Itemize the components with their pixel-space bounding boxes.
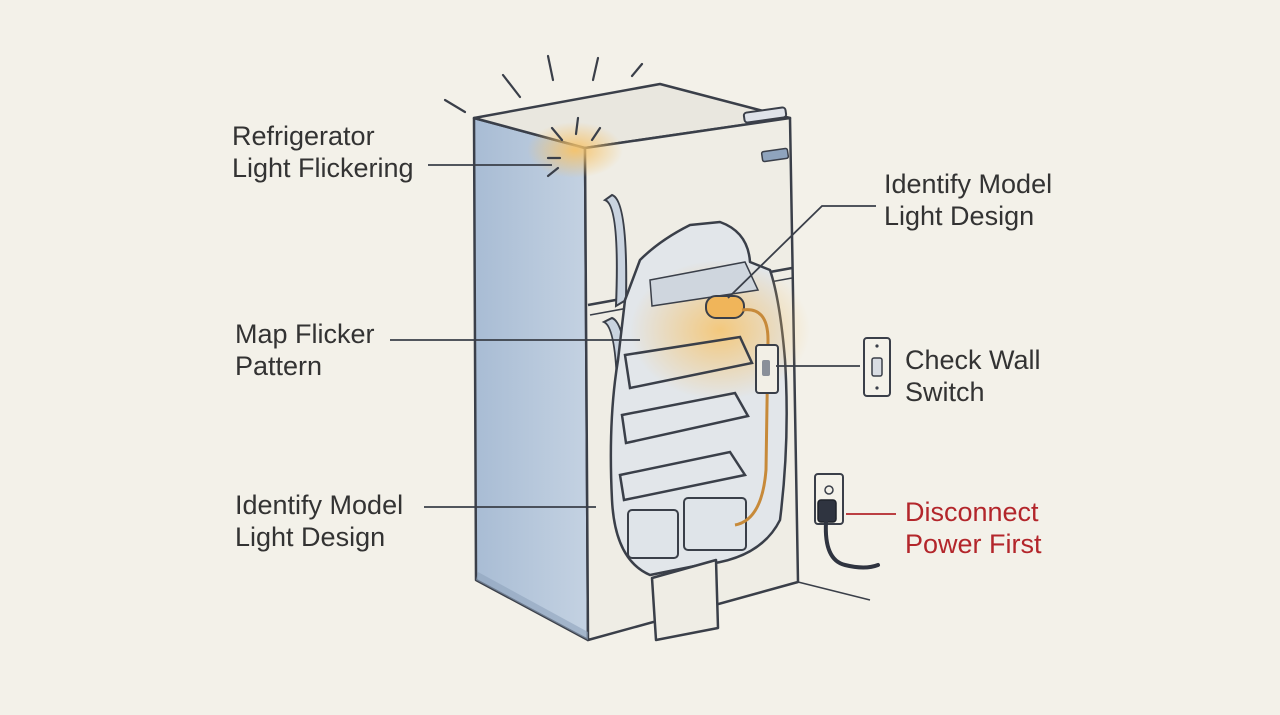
label-line: Refrigerator bbox=[232, 121, 375, 151]
label-identify-model-light-design-bottom: Identify Model Light Design bbox=[235, 489, 403, 553]
label-line: Check Wall bbox=[905, 345, 1041, 375]
label-line: Pattern bbox=[235, 351, 323, 381]
label-line: Light Flickering bbox=[232, 153, 414, 183]
power-outlet-icon bbox=[797, 473, 871, 601]
label-line: Identify Model bbox=[235, 490, 404, 520]
label-line: Switch bbox=[905, 377, 985, 407]
wall-switch-icon bbox=[863, 337, 891, 397]
label-line: Disconnect bbox=[905, 497, 1039, 527]
label-line: Identify Model bbox=[884, 169, 1053, 199]
label-line: Map Flicker bbox=[235, 319, 375, 349]
label-check-wall-switch: Check Wall Switch bbox=[905, 344, 1041, 408]
light-bulb-icon bbox=[705, 295, 745, 319]
leader-identify-model-top bbox=[727, 205, 876, 299]
label-line: Light Design bbox=[235, 522, 386, 552]
flicker-glow-icon bbox=[443, 54, 644, 178]
label-line: Power First bbox=[905, 529, 1042, 559]
label-identify-model-light-design-top: Identify Model Light Design bbox=[884, 168, 1052, 232]
power-plug-icon bbox=[817, 499, 880, 570]
label-disconnect-power-first: Disconnect Power First bbox=[905, 496, 1042, 560]
label-line: Light Design bbox=[884, 201, 1035, 231]
interior-cutaway bbox=[609, 220, 810, 642]
label-refrigerator-light-flickering: Refrigerator Light Flickering bbox=[232, 120, 414, 184]
label-map-flicker-pattern: Map Flicker Pattern bbox=[235, 318, 375, 382]
